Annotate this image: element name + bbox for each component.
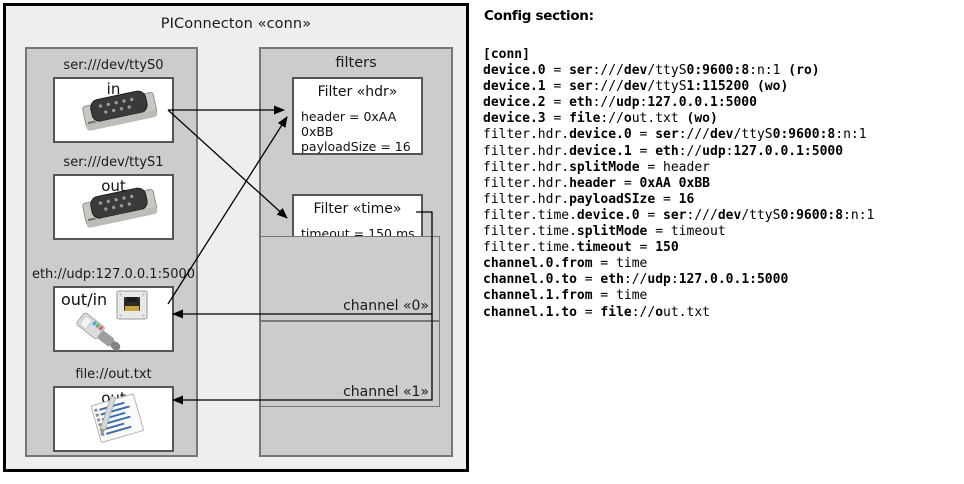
device-box-eth[interactable]: out/in xyxy=(53,286,174,352)
device-label-eth: eth://udp:127.0.0.1:5000 xyxy=(31,267,196,282)
filters-panel-title: filters xyxy=(335,55,377,71)
config-line: filter.time.device.0 = ser:///dev/ttyS0:… xyxy=(483,207,875,223)
config-line: filter.time.splitMode = timeout xyxy=(483,224,726,240)
device-label-file: file://out.txt xyxy=(75,367,152,382)
device-box-file[interactable]: out xyxy=(53,386,174,452)
channel-0-label: channel «0» xyxy=(343,298,429,314)
channel-1-label: channel «1» xyxy=(343,384,429,400)
connection-outer-frame: PIConnecton «conn» ser:///dev/ttyS0 in xyxy=(3,3,469,472)
config-line: filter.hdr.device.1 = eth://udp:127.0.0.… xyxy=(483,143,844,159)
channel-block-0[interactable]: channel «0» xyxy=(260,236,440,321)
config-heading: Config section: xyxy=(484,8,594,24)
config-line: device.0 = ser:///dev/ttyS0:9600:8:n:1 (… xyxy=(483,63,820,79)
config-line: channel.1.from = time xyxy=(483,288,648,304)
config-line: filter.hdr.device.0 = ser:///dev/ttyS0:9… xyxy=(483,127,867,143)
filter-hdr-props: header = 0xAA 0xBB payloadSize = 16 xyxy=(301,109,421,154)
filter-hdr-prop-payloadsize: payloadSize = 16 xyxy=(301,139,411,154)
config-line: channel.1.to = file://out.txt xyxy=(483,304,711,320)
config-line: channel.0.to = eth://udp:127.0.0.1:5000 xyxy=(483,272,789,288)
config-section: Config section: [conn]device.0 = ser:///… xyxy=(478,0,964,484)
config-line: [conn] xyxy=(483,47,530,62)
config-text-block: [conn]device.0 = ser:///dev/ttyS0:9600:8… xyxy=(483,47,874,321)
config-line: filter.hdr.payloadSIze = 16 xyxy=(483,191,695,207)
filters-panel: filters Filter «hdr» header = 0xAA 0xBB … xyxy=(259,47,453,457)
filter-hdr-title: Filter «hdr» xyxy=(317,84,398,100)
device-box-ttys0[interactable]: in xyxy=(53,77,174,143)
config-line: device.3 = file://out.txt (wo) xyxy=(483,111,718,127)
filter-time-title: Filter «time» xyxy=(313,201,402,217)
config-line: filter.time.timeout = 150 xyxy=(483,240,679,256)
config-line: filter.hdr.splitMode = header xyxy=(483,159,710,175)
device-direction-ttys0: in xyxy=(106,80,121,98)
config-line: channel.0.from = time xyxy=(483,256,648,272)
config-line: filter.hdr.header = 0xAA 0xBB xyxy=(483,175,710,191)
device-label-ttys1: ser:///dev/ttyS1 xyxy=(63,155,164,170)
device-box-ttys1[interactable]: out xyxy=(53,174,174,240)
diagram-title: PIConnecton «conn» xyxy=(160,16,312,32)
config-line: device.1 = ser:///dev/ttyS1:115200 (wo) xyxy=(483,79,789,95)
device-direction-eth: out/in xyxy=(61,290,108,309)
config-line: device.2 = eth://udp:127.0.0.1:5000 xyxy=(483,95,757,111)
filter-box-hdr[interactable]: Filter «hdr» header = 0xAA 0xBB payloadS… xyxy=(292,77,423,155)
filter-hdr-prop-header: header = 0xAA 0xBB xyxy=(301,109,397,139)
channel-block-1[interactable]: channel «1» xyxy=(260,321,440,407)
devices-panel: ser:///dev/ttyS0 in xyxy=(25,47,198,457)
device-direction-ttys1: out xyxy=(101,177,126,195)
device-label-ttys0: ser:///dev/ttyS0 xyxy=(63,58,164,73)
device-direction-file: out xyxy=(101,389,126,407)
connection-diagram: PIConnecton «conn» ser:///dev/ttyS0 in xyxy=(0,0,478,484)
